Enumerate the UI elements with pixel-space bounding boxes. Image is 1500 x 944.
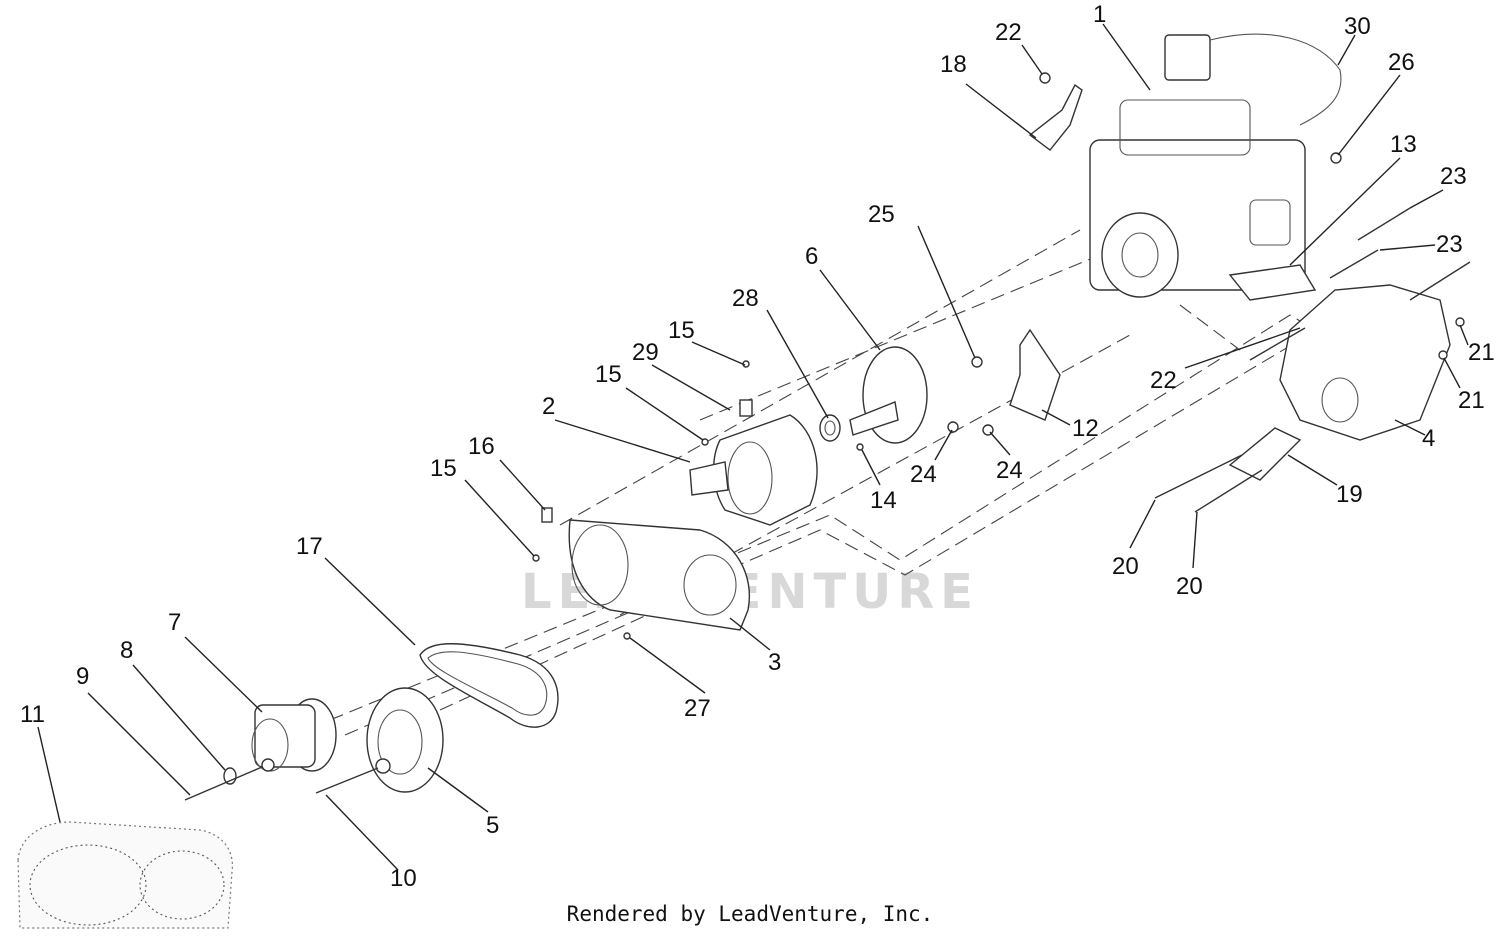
callout-21a: 21 — [1468, 339, 1495, 366]
callout-20a: 20 — [1112, 553, 1139, 580]
callout-11: 11 — [20, 701, 45, 728]
callout-22a: 22 — [995, 19, 1022, 46]
callout-23b: 23 — [1436, 231, 1463, 258]
callout-29: 29 — [632, 339, 659, 366]
part-5-driven-clutch — [366, 687, 444, 793]
callout-20b: 20 — [1176, 573, 1203, 600]
callout-4: 4 — [1422, 425, 1435, 452]
part-19-mount-bracket — [1228, 427, 1302, 481]
callout-28: 28 — [732, 285, 759, 312]
footer-credit: Rendered by LeadVenture, Inc. — [566, 902, 934, 926]
callout-12: 12 — [1072, 415, 1099, 442]
part-18-bracket — [1028, 83, 1083, 151]
callout-9: 9 — [76, 663, 89, 690]
part-3-inner-clutch-cover — [568, 519, 750, 631]
callout-26: 26 — [1388, 49, 1415, 76]
callout-7: 7 — [168, 609, 181, 636]
part-7-drive-clutch — [251, 698, 337, 772]
callout-24a: 24 — [910, 461, 937, 488]
callout-21b: 21 — [1458, 387, 1485, 414]
callout-13: 13 — [1390, 131, 1417, 158]
fasteners — [532, 72, 1471, 640]
callout-8: 8 — [120, 637, 133, 664]
callout-17: 17 — [296, 533, 323, 560]
part-10-bolt — [315, 767, 379, 794]
callout-15a: 15 — [668, 317, 695, 344]
callout-10: 10 — [390, 865, 417, 892]
callout-3: 3 — [768, 649, 781, 676]
part-17-drive-belt — [419, 643, 559, 728]
part-8-washer — [223, 767, 237, 785]
part-6-adapter-plate — [849, 346, 928, 444]
callout-16: 16 — [468, 433, 495, 460]
callout-15c: 15 — [430, 455, 457, 482]
part-4-transmission — [1249, 284, 1451, 441]
callout-2: 2 — [542, 393, 555, 420]
callout-22b: 22 — [1150, 367, 1177, 394]
callout-15b: 15 — [595, 361, 622, 388]
part-13-plate — [1228, 264, 1317, 301]
callout-24b: 24 — [996, 457, 1023, 484]
part-1-engine — [1089, 33, 1342, 298]
callout-1: 1 — [1093, 1, 1106, 28]
callout-18: 18 — [940, 51, 967, 78]
leader-lines — [37, 23, 1469, 871]
callout-19: 19 — [1336, 481, 1363, 508]
callout-25: 25 — [868, 201, 895, 228]
callout-23a: 23 — [1440, 163, 1467, 190]
callout-labels: 1 2 3 4 5 6 7 8 9 10 11 12 13 14 15 15 1… — [20, 1, 1495, 892]
part-28-bearing — [819, 414, 841, 442]
part-9-bolt — [184, 766, 263, 801]
callout-30: 30 — [1344, 13, 1371, 40]
part-11-cvt-cover — [17, 821, 234, 929]
callout-5: 5 — [486, 812, 499, 839]
part-12-bracket — [1009, 328, 1061, 421]
part-2-clutch-housing — [689, 414, 818, 526]
callout-6: 6 — [805, 243, 818, 270]
callout-14: 14 — [870, 487, 897, 514]
callout-27: 27 — [684, 695, 711, 722]
